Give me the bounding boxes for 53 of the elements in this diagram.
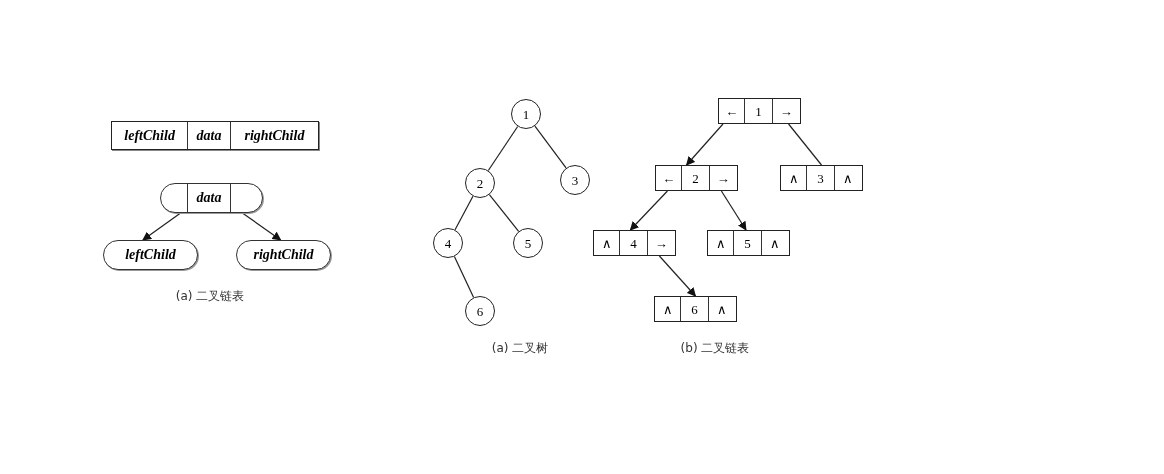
pointer-field: ∧ <box>770 236 781 250</box>
node-structure-box <box>111 121 319 150</box>
pointer-field: ∧ <box>843 171 854 185</box>
arrow <box>685 123 724 166</box>
node-value: 6 <box>691 302 698 316</box>
node-number: 3 <box>571 173 579 187</box>
pointer-field: ∧ <box>717 302 728 316</box>
linked-list-node <box>718 98 801 124</box>
caption: (a) 二叉链表 <box>174 288 246 305</box>
arrow <box>629 190 669 231</box>
pointer-field: → <box>654 236 668 250</box>
connector-line <box>787 123 823 166</box>
pointer-field: ← <box>725 104 739 118</box>
pointer-field: → <box>716 171 730 185</box>
node-number: 6 <box>476 304 484 318</box>
connector-line <box>488 194 520 232</box>
node-pill <box>103 240 198 270</box>
field-name: data <box>196 128 222 143</box>
node-number: 4 <box>444 236 452 250</box>
pointer-field: ∧ <box>715 236 726 250</box>
arrow <box>658 255 697 297</box>
linked-list-node <box>655 165 738 191</box>
caption: (b) 二叉链表 <box>679 340 751 357</box>
node-number: 1 <box>522 107 530 121</box>
connector-line <box>487 125 519 172</box>
pointer-field: → <box>779 104 793 118</box>
field-name: rightChild <box>244 128 305 143</box>
pointer-field: ∧ <box>601 236 612 250</box>
arrow <box>720 190 747 231</box>
arrow <box>241 212 282 241</box>
node-value: 3 <box>817 171 824 185</box>
pointer-field: ∧ <box>662 302 673 316</box>
node-value: 1 <box>755 104 762 118</box>
arrow <box>142 212 182 241</box>
linked-list-node <box>707 230 790 256</box>
node-pill <box>236 240 331 270</box>
field-name: data <box>196 191 222 205</box>
field-name: leftChild <box>125 248 176 262</box>
node-value: 5 <box>744 236 751 250</box>
pointer-field: ← <box>662 171 676 185</box>
node-pill <box>160 183 263 213</box>
connector-line <box>534 125 567 169</box>
node-value: 2 <box>692 171 699 185</box>
node-number: 2 <box>476 176 484 190</box>
field-name: rightChild <box>253 248 314 262</box>
node-value: 4 <box>630 236 637 250</box>
node-number: 5 <box>524 236 532 250</box>
field-name: leftChild <box>124 128 175 143</box>
pointer-field: ∧ <box>788 171 799 185</box>
linked-list-node <box>654 296 737 322</box>
linked-list-node <box>593 230 676 256</box>
linked-list-node <box>780 165 863 191</box>
caption: (a) 二叉树 <box>490 340 550 357</box>
